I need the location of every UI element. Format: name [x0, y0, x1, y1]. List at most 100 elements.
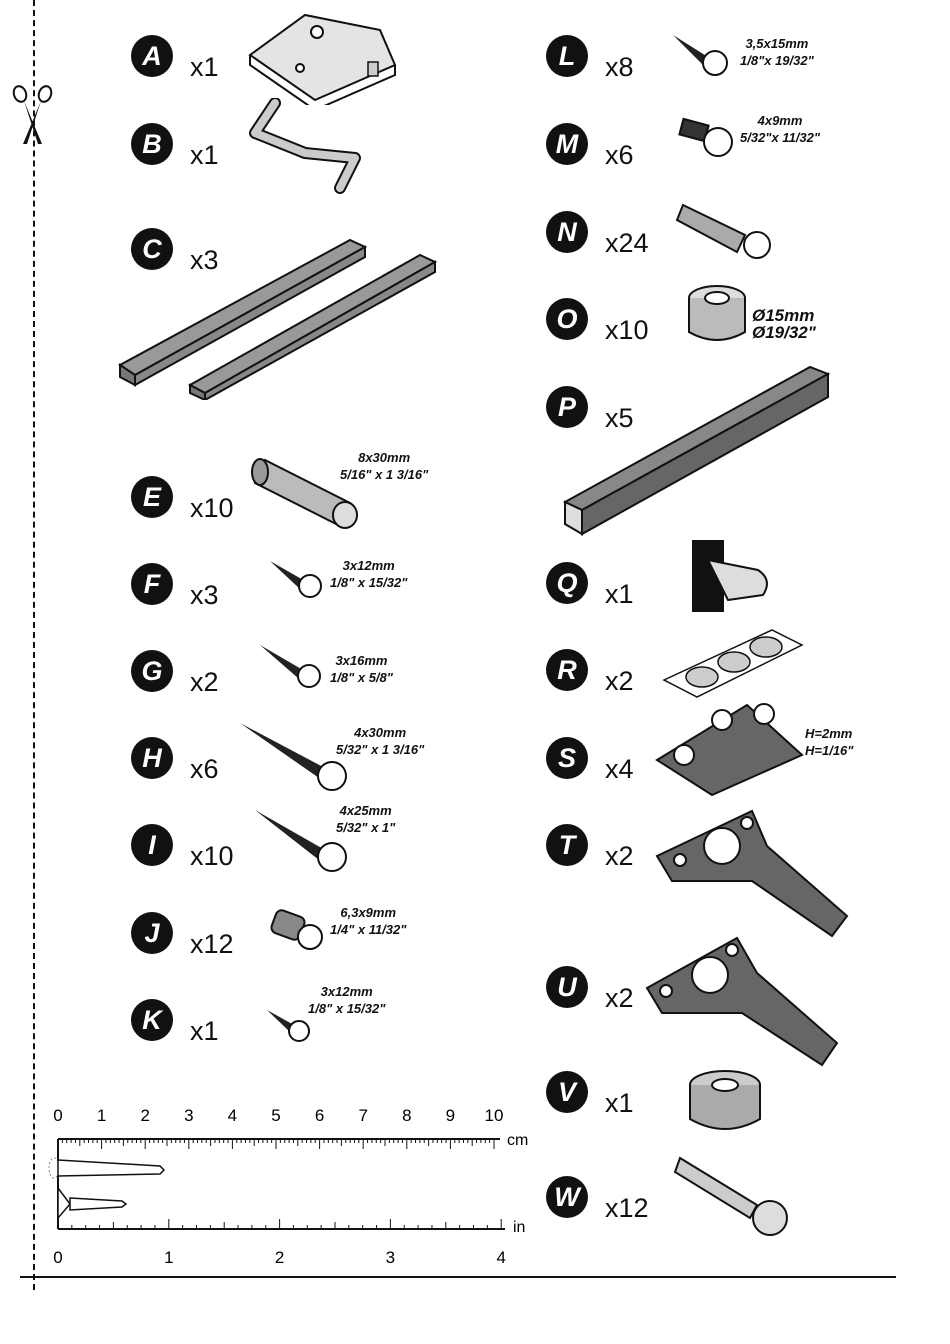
cm-tick-label: 5	[271, 1106, 280, 1125]
part-k-screw-illustration	[267, 1010, 310, 1042]
part-letter-badge: P	[546, 386, 588, 428]
dimension-metric: 4x9mm	[757, 113, 803, 128]
part-quantity: x6	[190, 754, 219, 784]
part-quantity: x3	[190, 580, 219, 610]
part-letter-badge: G	[131, 650, 173, 692]
dimension-imperial: 1/8"x 19/32"	[740, 53, 814, 68]
part-letter-badge: V	[546, 1071, 588, 1113]
part-quantity: x2	[605, 983, 634, 1013]
part-quantity: x6	[605, 140, 634, 170]
part-g-dimension: 3x16mm 1/8" x 5/8"	[330, 652, 393, 686]
dimension-imperial: 5/16" x 1 3/16"	[340, 467, 429, 482]
cm-unit-label: cm	[507, 1132, 528, 1149]
dimension-metric: 6,3x9mm	[340, 905, 397, 920]
part-e-wooden-dowel-illustration	[251, 458, 358, 529]
cm-tick-label: 0	[53, 1106, 62, 1125]
dimension-imperial: 5/32"x 11/32"	[740, 130, 821, 145]
part-q-door-stop-illustration	[692, 540, 768, 612]
dimension-metric: 4x30mm	[354, 725, 407, 740]
dimension-metric: Ø15mm	[752, 306, 815, 325]
part-quantity: x10	[190, 493, 234, 523]
part-g-screw-illustration	[260, 645, 321, 688]
part-r-bumper-pads-illustration	[662, 629, 804, 698]
part-h-dimension: 4x30mm 5/32" x 1 3/16"	[336, 724, 424, 758]
part-quantity: x2	[605, 666, 634, 696]
part-quantity: x8	[605, 52, 634, 82]
scissors-icon	[12, 85, 53, 144]
cut-line	[33, 0, 35, 1290]
part-letter-badge: T	[546, 824, 588, 866]
part-quantity: x1	[190, 140, 219, 170]
part-quantity: x1	[190, 1016, 219, 1046]
dimension-metric: 3x12mm	[320, 984, 373, 999]
part-letter-badge: S	[546, 737, 588, 779]
part-quantity: x12	[605, 1193, 649, 1223]
dimension-metric: 3x16mm	[335, 653, 388, 668]
dimension-imperial: H=1/16"	[805, 743, 854, 758]
cm-tick-label: 2	[140, 1106, 149, 1125]
part-s-mounting-plate-illustration	[655, 703, 804, 797]
cm-tick-label: 3	[184, 1106, 193, 1125]
cm-tick-label: 6	[315, 1106, 324, 1125]
part-letter-badge: F	[131, 563, 173, 605]
reference-screw-short-icon	[57, 1185, 128, 1221]
part-letter-badge: I	[131, 824, 173, 866]
part-quantity: x12	[190, 929, 234, 959]
part-quantity: x1	[605, 579, 634, 609]
part-h-screw-illustration	[240, 723, 347, 791]
inch-tick-label: 0	[53, 1248, 62, 1267]
dimension-metric: 8x30mm	[358, 450, 411, 465]
part-letter-badge: M	[546, 123, 588, 165]
dimension-imperial: Ø19/32"	[752, 323, 816, 342]
part-i-screw-illustration	[255, 810, 347, 872]
part-letter-badge: U	[546, 966, 588, 1008]
part-l-screw-illustration	[673, 35, 728, 76]
cm-tick-label: 4	[228, 1106, 237, 1125]
part-w-wall-plug-screw-illustration	[673, 1156, 788, 1236]
part-quantity: x5	[605, 403, 634, 433]
part-l-dimension: 3,5x15mm 1/8"x 19/32"	[740, 35, 814, 69]
part-quantity: x10	[190, 841, 234, 871]
inch-tick-label: 3	[386, 1248, 395, 1267]
part-e-dimension: 8x30mm 5/16" x 1 3/16"	[340, 449, 428, 483]
inch-tick-label: 4	[496, 1248, 505, 1267]
part-letter-badge: B	[131, 123, 173, 165]
dimension-imperial: 1/8" x 5/8"	[330, 670, 393, 685]
part-letter-badge: L	[546, 35, 588, 77]
dimension-metric: 3,5x15mm	[745, 36, 809, 51]
part-quantity: x2	[605, 841, 634, 871]
part-quantity: x4	[605, 754, 634, 784]
reference-screw-long-icon	[48, 1157, 166, 1179]
part-letter-badge: R	[546, 649, 588, 691]
part-m-screw-illustration	[678, 117, 733, 157]
dimension-imperial: 1/8" x 15/32"	[330, 575, 408, 590]
cm-tick-label: 7	[358, 1106, 367, 1125]
part-f-dimension: 3x12mm 1/8" x 15/32"	[330, 557, 407, 591]
part-letter-badge: E	[131, 476, 173, 518]
part-quantity: x24	[605, 228, 649, 258]
part-i-dimension: 4x25mm 5/32" x 1"	[336, 802, 395, 836]
part-letter-badge: Q	[546, 562, 588, 604]
part-quantity: x1	[190, 52, 219, 82]
part-quantity: x3	[190, 245, 219, 275]
cm-tick-label: 10	[485, 1106, 504, 1125]
cm-tick-label: 1	[97, 1106, 106, 1125]
part-letter-badge: C	[131, 228, 173, 270]
part-letter-badge: K	[131, 999, 173, 1041]
dimension-imperial: 5/32" x 1"	[336, 820, 396, 835]
cm-tick-label: 8	[402, 1106, 411, 1125]
part-quantity: x2	[190, 667, 219, 697]
part-p-profile-illustration	[562, 365, 831, 536]
dimension-imperial: 1/8" x 15/32"	[308, 1001, 386, 1016]
part-n-cam-dowel-illustration	[675, 203, 771, 259]
part-letter-badge: J	[131, 912, 173, 954]
dimension-metric: H=2mm	[805, 726, 853, 741]
part-a-corner-bracket-illustration	[248, 13, 397, 105]
part-letter-badge: A	[131, 35, 173, 77]
dimension-imperial: 1/4" x 11/32"	[330, 922, 407, 937]
dimension-metric: 3x12mm	[342, 558, 395, 573]
part-letter-badge: W	[546, 1176, 588, 1218]
part-quantity: x10	[605, 315, 649, 345]
part-t-hinge-illustration	[655, 809, 849, 938]
